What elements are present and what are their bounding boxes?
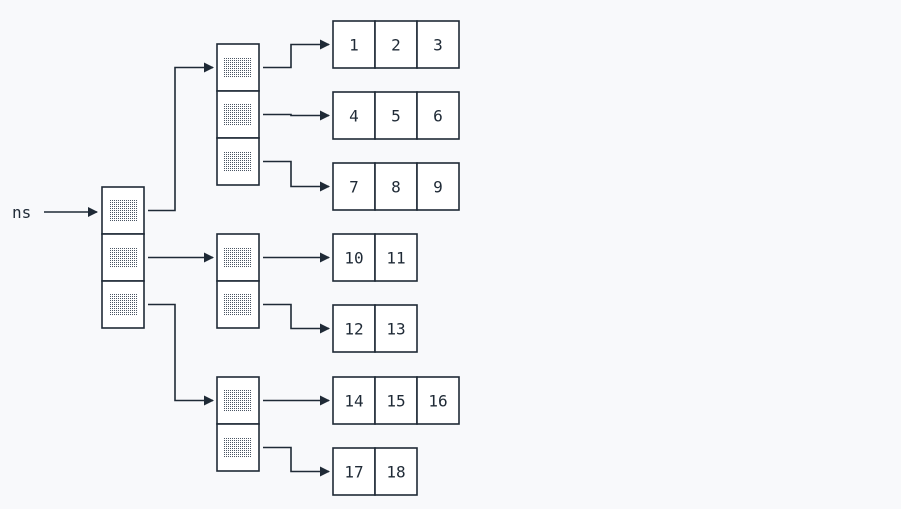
pointer-dots-icon [224,247,252,268]
value-cell [416,376,460,425]
pointer-dots-icon [224,151,252,172]
pointer-dots-icon [224,104,252,125]
root-to-sub-arrow-0 [148,62,214,212]
value-text: 6 [433,107,443,126]
value-cell [416,162,460,211]
arrows-layer [44,39,330,477]
value-text: 2 [391,36,401,55]
value-text: 13 [386,320,405,339]
value-text: 1 [349,36,359,55]
sub-pointer-array-2 [216,376,260,472]
pointer-dots-icon [109,200,137,221]
value-cell [416,91,460,140]
value-text: 15 [386,392,405,411]
value-text: 10 [344,249,363,268]
value-text: 9 [433,178,443,197]
value-text: 3 [433,36,443,55]
leaf-array-0-0: 1 2 3 [332,20,460,69]
sub-to-leaf-arrow-0-2 [263,160,330,192]
sub-to-leaf-arrow-1-1 [263,303,330,334]
leaf-array-0-2: 7 8 9 [332,162,460,211]
value-cell [332,447,376,496]
root-pointer-array [101,186,145,329]
pointer-dots-icon [224,57,252,78]
value-cell [374,376,418,425]
value-cell [374,91,418,140]
value-cell [374,447,418,496]
value-cell [332,376,376,425]
value-text: 18 [386,463,405,482]
leaf-array-1-1: 12 13 [332,304,418,353]
root-to-sub-arrow-2 [148,303,214,406]
pointer-dots-icon [224,390,252,411]
sub-to-leaf-arrow-2-1 [263,446,330,477]
leaf-array-1-0: 10 11 [332,233,418,282]
value-cell [332,20,376,69]
pointer-dots-icon [224,294,252,315]
value-text: 4 [349,107,359,126]
value-cell [374,304,418,353]
value-text: 17 [344,463,363,482]
pointer-dots-icon [224,437,252,458]
pointer-dots-icon [109,294,137,315]
value-text: 8 [391,178,401,197]
value-text: 11 [386,249,405,268]
value-text: 12 [344,320,363,339]
value-cell [374,20,418,69]
value-cell [374,233,418,282]
value-cell [332,233,376,282]
sub-pointer-array-0 [216,43,260,186]
value-text: 5 [391,107,401,126]
value-text: 7 [349,178,359,197]
value-cell [416,20,460,69]
root-label: ns [12,203,31,222]
leaf-array-0-1: 4 5 6 [332,91,460,140]
value-text: 16 [428,392,447,411]
value-text: 14 [344,392,363,411]
sub-to-leaf-arrow-0-0 [263,39,330,69]
sub-pointer-array-1 [216,233,260,329]
leaf-array-2-0: 14 15 16 [332,376,460,425]
sub-to-leaf-arrow-0-1 [263,110,330,121]
value-cell [374,162,418,211]
value-cell [332,162,376,211]
pointer-dots-icon [109,247,137,268]
